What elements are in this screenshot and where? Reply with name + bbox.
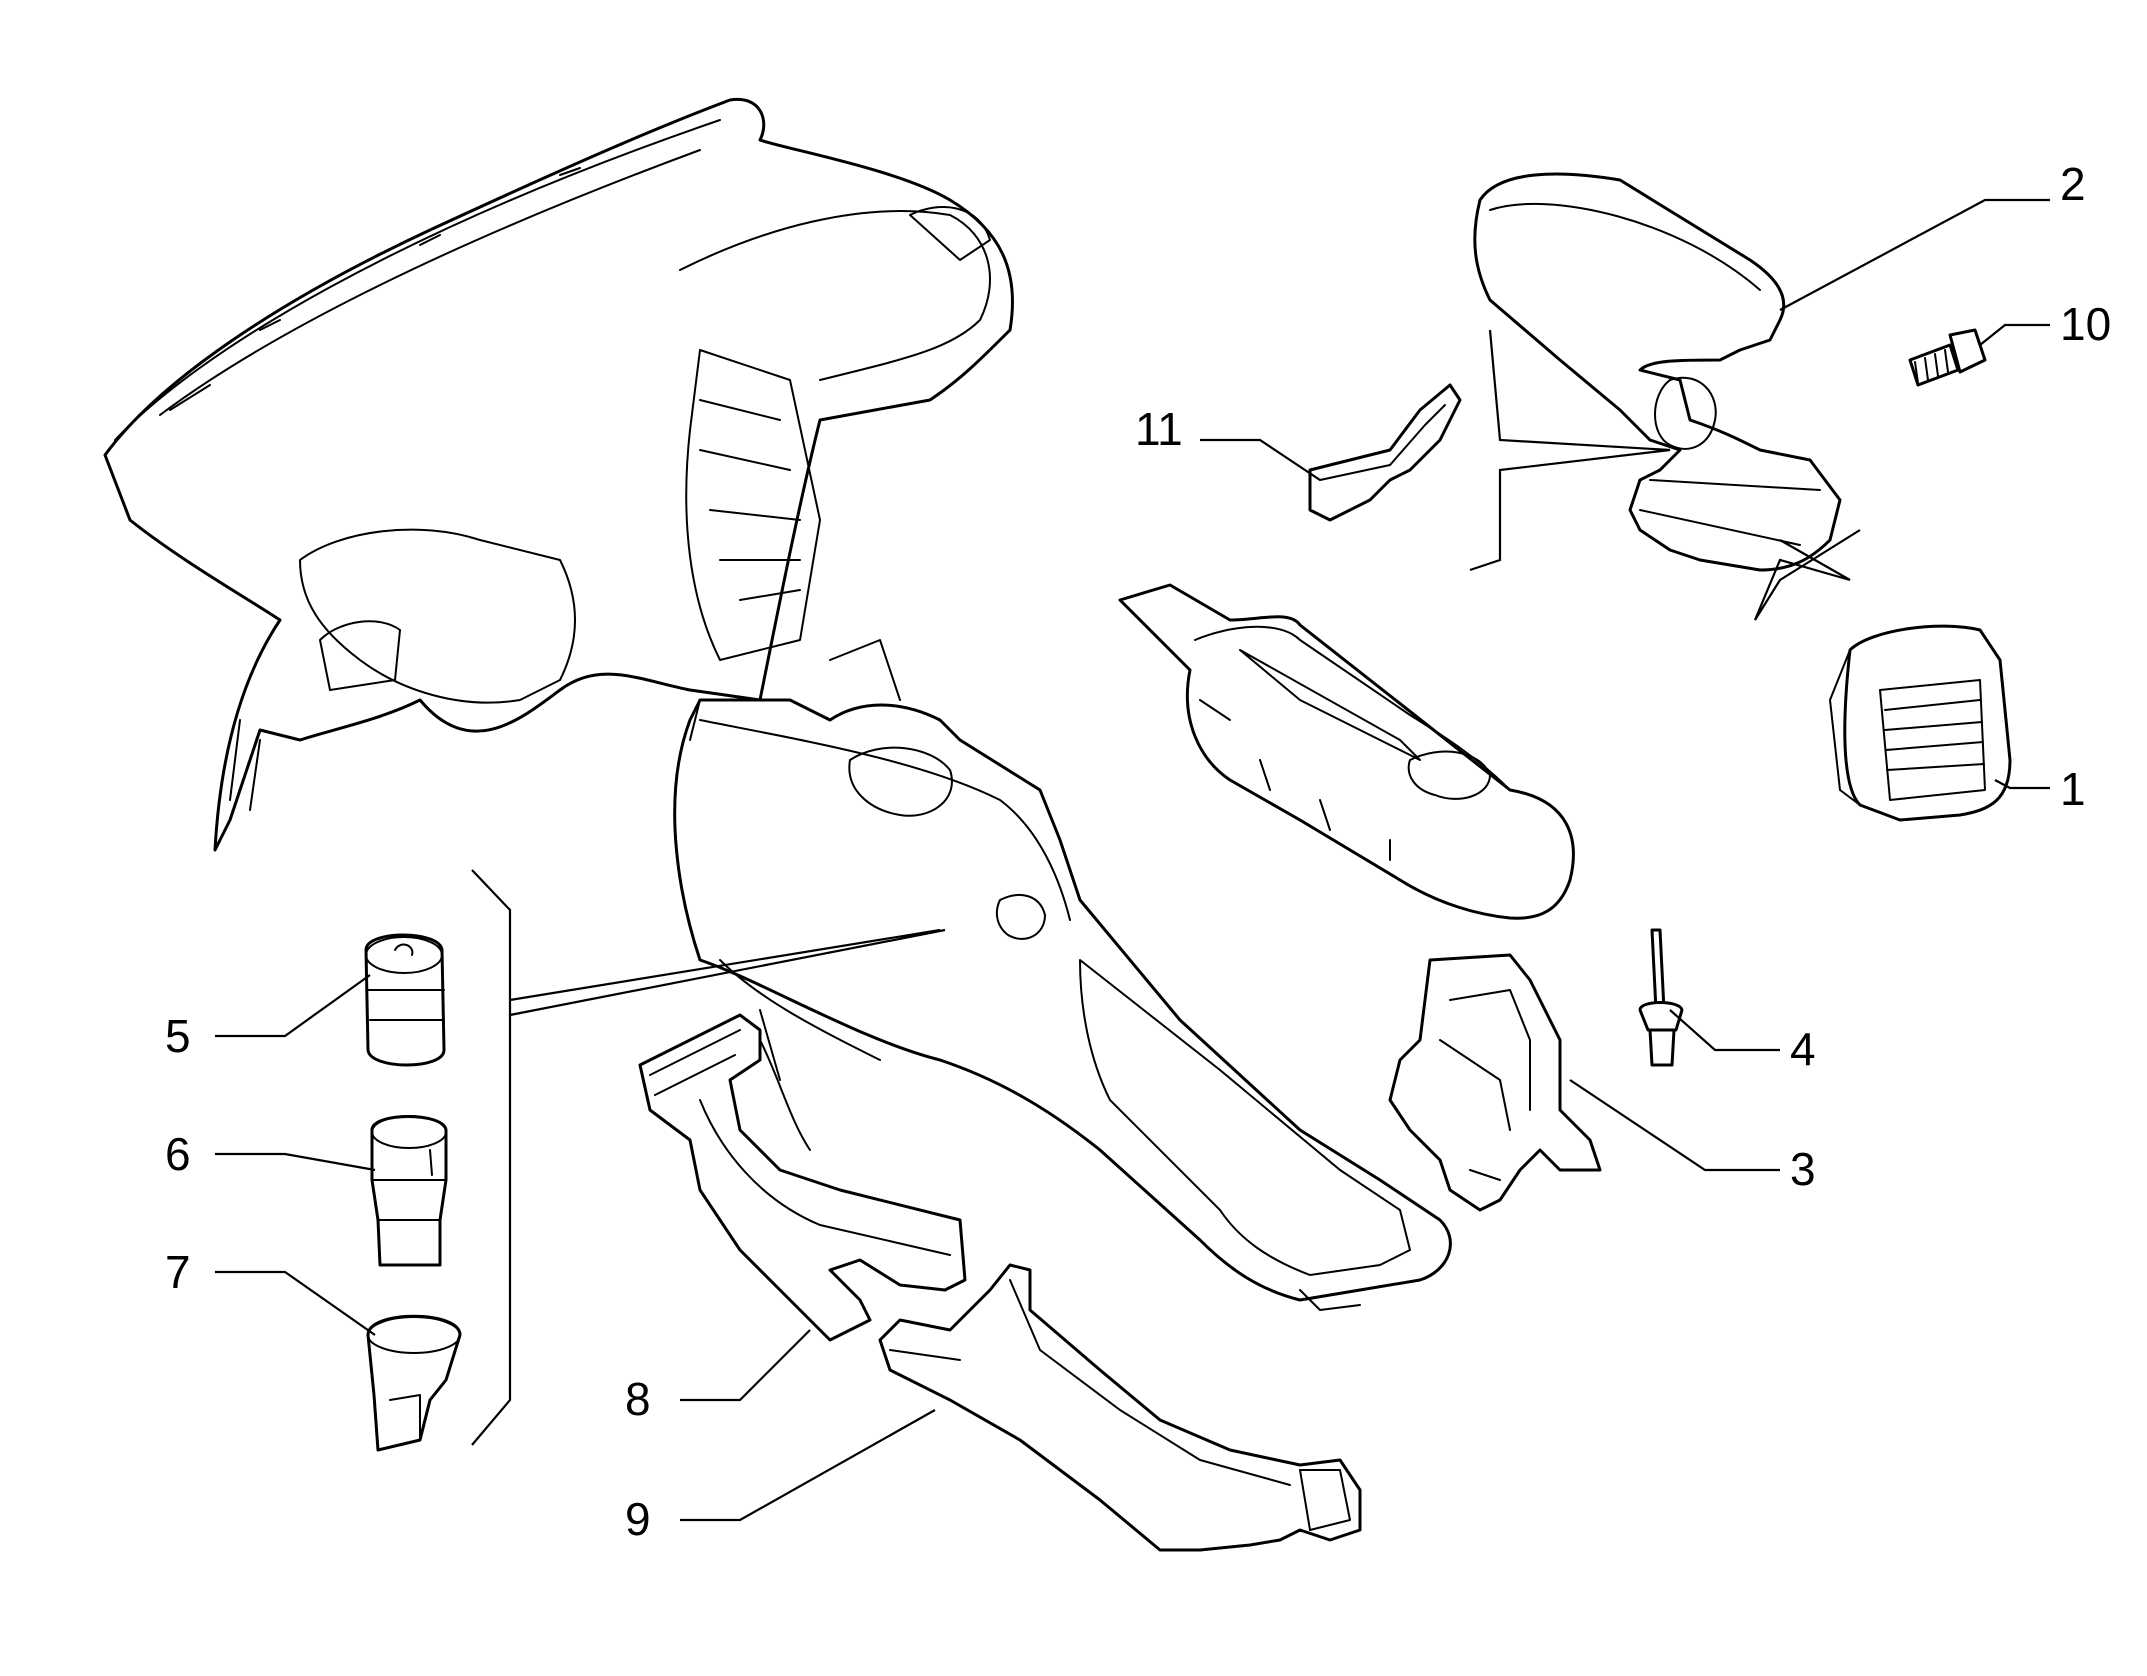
- callout-1: 1: [2060, 763, 2086, 815]
- lighter-cap: [366, 1314, 462, 1452]
- callout-2: 2: [2060, 158, 2086, 210]
- callout-9: 9: [625, 1493, 651, 1545]
- callout-5: 5: [165, 1010, 191, 1062]
- callout-3: 3: [1790, 1143, 1816, 1195]
- callout-10: 10: [2060, 298, 2111, 350]
- air-vent: [1829, 624, 2012, 822]
- bracket: [1388, 953, 1602, 1212]
- leader-lines: [215, 198, 2050, 1522]
- center-console: [673, 639, 1452, 1311]
- dashboard-panel: [103, 97, 1014, 852]
- console-cover: [1118, 583, 1575, 920]
- callout-6: 6: [165, 1128, 191, 1180]
- callout-4: 4: [1790, 1023, 1816, 1075]
- air-duct-8: [638, 1013, 967, 1342]
- callout-11: 11: [1135, 403, 1183, 455]
- callout-labels: 1 2 3 4 5 6 7 8 9 10 11: [165, 158, 2111, 1545]
- callout-8: 8: [625, 1373, 651, 1425]
- callout-7: 7: [165, 1246, 191, 1298]
- socket: [364, 933, 446, 1067]
- rivet: [1638, 928, 1684, 1067]
- gasket: [1308, 383, 1462, 522]
- bolt: [1908, 328, 1987, 387]
- air-duct-9: [878, 1263, 1362, 1552]
- cigar-lighter: [370, 1115, 448, 1267]
- armrest: [1473, 172, 1842, 572]
